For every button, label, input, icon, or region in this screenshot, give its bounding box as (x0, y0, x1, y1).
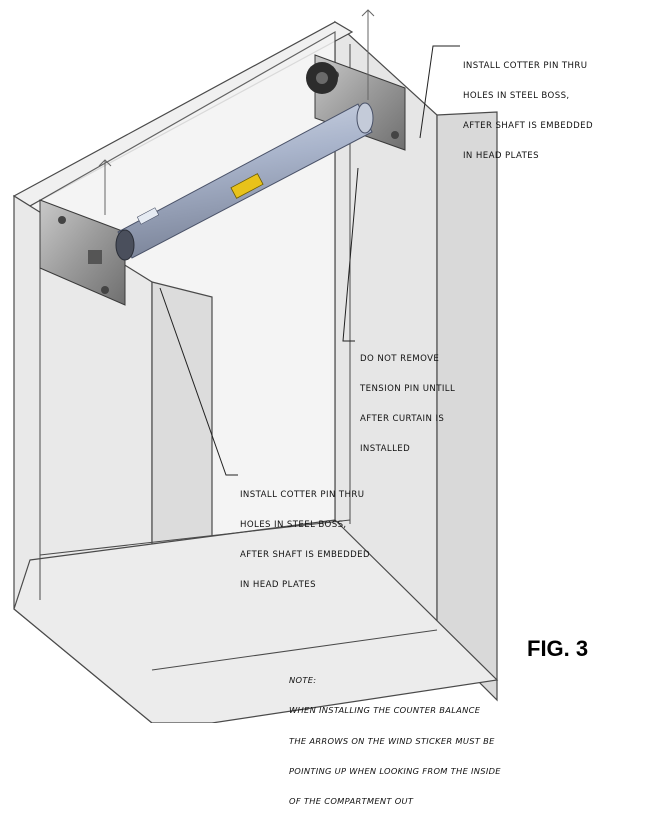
leader-lines (159, 45, 460, 476)
callout-line: INSTALL COTTER PIN THRU (463, 61, 588, 71)
callout-cotter-pin-left: INSTALL COTTER PIN THRU HOLES IN STEEL B… (240, 470, 370, 600)
direction-arrows (98, 9, 375, 215)
note-line: WHEN INSTALLING THE COUNTER BALANCE (289, 705, 481, 716)
callout-line: DO NOT REMOVE (360, 354, 440, 364)
wind-sticker (230, 173, 264, 199)
note-heading: NOTE: (289, 675, 317, 686)
callout-line: IN HEAD PLATES (240, 580, 316, 590)
note-line: POINTING UP WHEN LOOKING FROM THE INSIDE (289, 766, 501, 777)
figure-label: FIG. 3 (527, 636, 589, 661)
callout-line: TENSION PIN UNTILL (360, 384, 456, 394)
callout-line: AFTER CURTAIN IS (360, 414, 445, 424)
callout-line: AFTER SHAFT IS EMBEDDED (240, 550, 370, 560)
note-line: OF THE COMPARTMENT OUT (289, 796, 414, 807)
callout-line: INSTALLED (360, 444, 411, 454)
installation-diagram (12, 9, 499, 723)
left-head-plate (39, 199, 126, 306)
callout-line: HOLES IN STEEL BOSS, (463, 91, 570, 101)
tube-label-plate (136, 207, 160, 225)
callout-line: IN HEAD PLATES (463, 151, 539, 161)
cabinet (12, 20, 499, 723)
callout-tension-pin: DO NOT REMOVE TENSION PIN UNTILL AFTER C… (360, 334, 455, 464)
right-head-plate (306, 54, 406, 151)
bottom-panel (13, 519, 499, 723)
right-panel-front-face (436, 111, 498, 702)
leader-top-right (419, 45, 460, 139)
leader-middle (342, 167, 359, 342)
callout-cotter-pin-right: INSTALL COTTER PIN THRU HOLES IN STEEL B… (463, 41, 593, 171)
note-line: THE ARROWS ON THE WIND STICKER MUST BE (289, 735, 495, 746)
installation-note: NOTE: WHEN INSTALLING THE COUNTER BALANC… (289, 655, 501, 817)
bottom-inner-back-edge (39, 519, 351, 556)
counter-balance-tube (115, 102, 374, 261)
leader-bottom (159, 287, 238, 476)
callout-line: AFTER SHAFT IS EMBEDDED (463, 121, 593, 131)
bottom-inner-front-edge (151, 629, 438, 671)
callout-line: HOLES IN STEEL BOSS, (240, 520, 347, 530)
callout-line: INSTALL COTTER PIN THRU (240, 490, 365, 500)
